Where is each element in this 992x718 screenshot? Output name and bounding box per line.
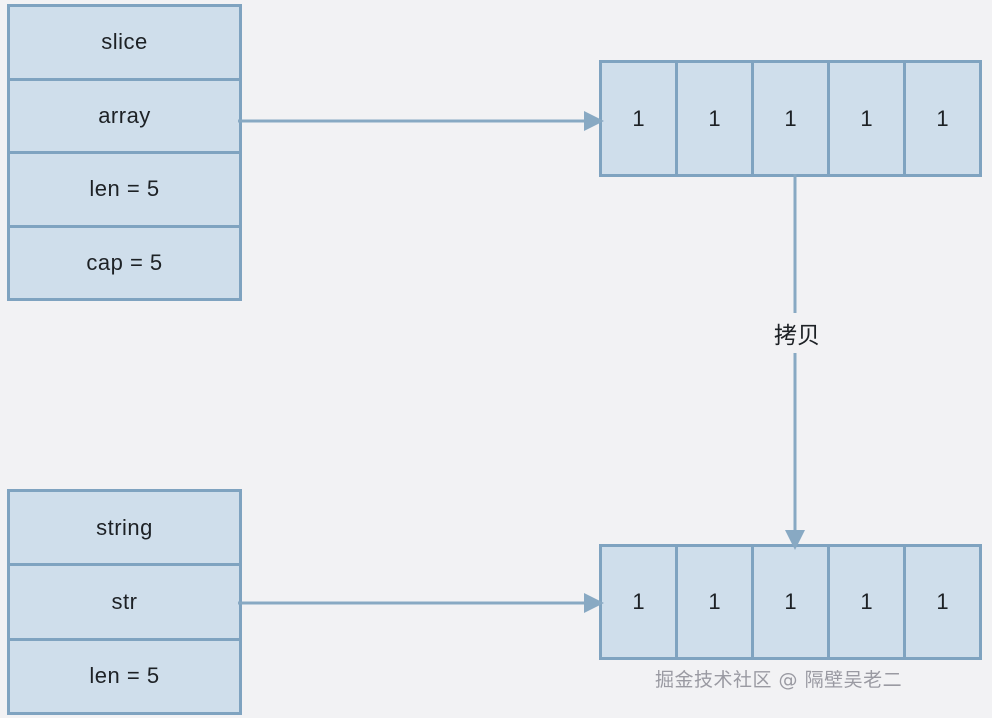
array-cell: 1	[827, 547, 903, 657]
slice-struct-row-title: slice	[10, 7, 239, 78]
string-struct-row-title: string	[10, 492, 239, 564]
array-cell: 1	[903, 547, 979, 657]
str-pointer-arrow	[238, 593, 604, 613]
array-cell: 1	[751, 63, 827, 174]
array-cell: 1	[903, 63, 979, 174]
string-struct-box: string str len = 5	[7, 489, 242, 715]
array-cell: 1	[602, 547, 675, 657]
array-cell: 1	[675, 63, 751, 174]
slice-struct-row-array: array	[10, 77, 239, 151]
array-cell: 1	[827, 63, 903, 174]
watermark-text: 掘金技术社区 @ 隔壁吴老二	[655, 669, 903, 691]
array-cell: 1	[602, 63, 675, 174]
string-backing-array: 1 1 1 1 1	[599, 544, 982, 660]
slice-struct-row-cap: cap = 5	[10, 224, 239, 298]
slice-struct-row-len: len = 5	[10, 151, 239, 225]
string-struct-row-len: len = 5	[10, 637, 239, 712]
array-cell: 1	[675, 547, 751, 657]
copy-arrow-label: 拷贝	[762, 313, 832, 353]
copy-arrow	[785, 174, 805, 550]
array-cell: 1	[751, 547, 827, 657]
array-pointer-arrow	[238, 111, 604, 131]
string-struct-row-str: str	[10, 563, 239, 638]
slice-struct-box: slice array len = 5 cap = 5	[7, 4, 242, 301]
slice-backing-array: 1 1 1 1 1	[599, 60, 982, 177]
